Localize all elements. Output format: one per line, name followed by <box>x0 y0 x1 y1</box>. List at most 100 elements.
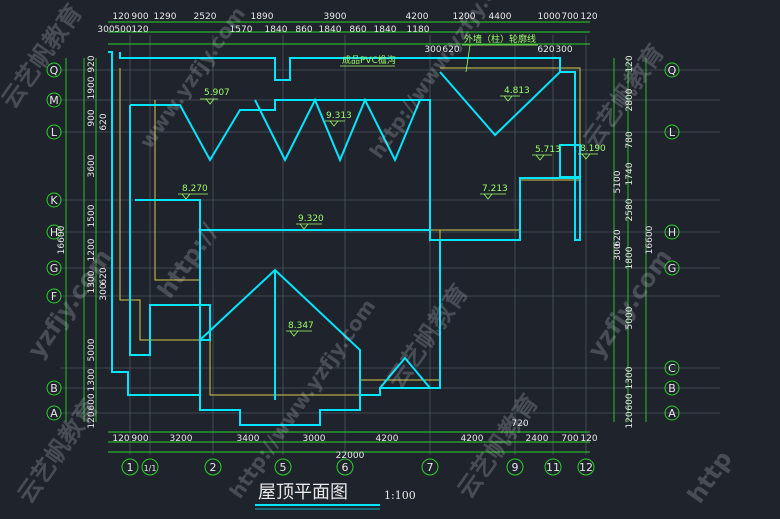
dim-text: 120 <box>112 434 129 444</box>
drawing-title: 屋顶平面图 1:100 <box>255 482 416 510</box>
dim-text: 900 <box>131 434 148 444</box>
dim-text: 620 <box>613 229 623 246</box>
note-wall-outline: 外墙（柱）轮廓线 <box>464 33 536 45</box>
dim-total-right: 16600 <box>645 225 655 254</box>
annotations: 成品PVC檐沟 外墙（柱）轮廓线 <box>340 33 538 73</box>
elevation-label: 8.270 <box>182 184 208 194</box>
dim-text: 620 <box>99 113 109 130</box>
dim-text: 1840 <box>319 25 342 35</box>
dim-text: 4200 <box>406 12 429 22</box>
dim-text: 120 <box>112 12 129 22</box>
axis-col-7: 7 <box>427 461 434 474</box>
dim-text: 120 <box>580 12 597 22</box>
dim-total-left: 16600 <box>57 225 67 254</box>
dim-total-bottom: 22000 <box>336 451 365 461</box>
dim-text: 300 <box>555 45 572 55</box>
dim-text: 1200 <box>87 238 97 261</box>
dim-text: 1570 <box>230 25 253 35</box>
dim-text: 1200 <box>453 12 476 22</box>
dim-text: 2520 <box>194 12 217 22</box>
dim-text: 860 <box>349 25 366 35</box>
column-axis-bubbles <box>121 458 595 476</box>
dim-text: 780 <box>625 131 635 148</box>
dim-text: 5000 <box>87 338 97 361</box>
axis-h-left: H <box>50 226 58 239</box>
axis-l-right: L <box>669 126 676 139</box>
right-dimensions: 120 2800 780 1740 5100 2580 300 620 1800… <box>613 55 655 428</box>
dim-text: 1300 <box>87 368 97 391</box>
axis-m-left: M <box>49 94 59 107</box>
axis-col-6: 6 <box>342 461 349 474</box>
dim-text: 1000 <box>538 12 561 22</box>
left-dimensions: 920 1900 900 620 3600 1500 1200 300 620 … <box>57 55 109 428</box>
axis-c-right: C <box>668 362 676 375</box>
dim-text: 3000 <box>303 434 326 444</box>
watermark-text: http <box>682 446 738 509</box>
axis-q-right: Q <box>668 64 677 77</box>
axis-col-1-1: 1/1 <box>144 464 157 473</box>
dim-text: 860 <box>295 25 312 35</box>
axis-g-left: G <box>50 262 59 275</box>
dim-text: 300 <box>99 283 109 300</box>
axis-q-left: Q <box>50 64 59 77</box>
elevation-label: 9.313 <box>326 111 352 121</box>
dim-text: 600 <box>625 393 635 410</box>
row-axis-bubbles <box>46 62 680 421</box>
dimension-lines <box>65 21 647 453</box>
axis-h-right: H <box>668 226 676 239</box>
dim-text: 300 <box>424 45 441 55</box>
axis-col-9: 9 <box>512 461 519 474</box>
axis-g-right: G <box>668 262 677 275</box>
dim-text: 5100 <box>613 170 623 193</box>
dim-text: 4400 <box>489 12 512 22</box>
dim-text: 1890 <box>251 12 274 22</box>
axis-b-left: B <box>50 382 58 395</box>
dim-text: 120 <box>625 55 635 72</box>
watermark-text: 云艺帆教育 <box>578 39 670 153</box>
axis-l-left: L <box>51 126 58 139</box>
axis-a-right: A <box>668 407 676 420</box>
dim-text: 300 <box>97 25 114 35</box>
elevation-markers: 5.907 4.813 9.313 5.713 8.190 8.270 7.21… <box>178 86 606 337</box>
elevation-label: 8.347 <box>288 321 314 331</box>
dim-text: 1300 <box>625 366 635 389</box>
note-pvc-gutter: 成品PVC檐沟 <box>342 54 396 66</box>
axis-col-12: 12 <box>579 461 593 474</box>
dim-text: 1900 <box>87 76 97 99</box>
watermark-text: 云艺帆教育 <box>452 389 544 503</box>
elevation-label: 5.907 <box>204 88 230 98</box>
dim-text: 620 <box>537 45 554 55</box>
dim-text: 3600 <box>87 154 97 177</box>
roof-outline <box>108 51 581 426</box>
dim-text: 2580 <box>625 198 635 221</box>
dim-text: 2400 <box>526 434 549 444</box>
title-scale: 1:100 <box>384 489 416 502</box>
dim-text: 4200 <box>461 434 484 444</box>
dim-text: 5000 <box>625 306 635 329</box>
bottom-dimensions: 720 120 900 3200 3400 3000 4200 4200 240… <box>112 419 597 461</box>
elevation-label: 8.190 <box>580 144 606 154</box>
dim-text: 3900 <box>324 12 347 22</box>
axis-col-2: 2 <box>210 461 217 474</box>
dim-text: 1500 <box>87 204 97 227</box>
dim-text: 1300 <box>87 270 97 293</box>
dim-text: 1840 <box>374 25 397 35</box>
dim-text: 2800 <box>625 88 635 111</box>
dim-text: 1840 <box>265 25 288 35</box>
top-dimensions-row2: 300 500 120 1570 1840 860 1840 860 1840 … <box>97 25 572 55</box>
dim-text: 1740 <box>625 162 635 185</box>
dim-text: 620 <box>99 267 109 284</box>
dim-text: 4200 <box>376 434 399 444</box>
elevation-label: 7.213 <box>482 184 508 194</box>
dim-text: 900 <box>131 12 148 22</box>
top-dimensions-row1: 120 900 1290 2520 1890 3900 4200 1200 44… <box>112 12 597 22</box>
dim-text: 1800 <box>625 246 635 269</box>
watermark-text: yzfjy.com <box>22 244 118 364</box>
dim-text: 3200 <box>170 434 193 444</box>
dim-text: 120 <box>625 411 635 428</box>
dim-text: 1290 <box>154 12 177 22</box>
dim-text: 120 <box>131 25 148 35</box>
dim-text: 720 <box>511 419 528 429</box>
axis-col-5: 5 <box>280 461 287 474</box>
